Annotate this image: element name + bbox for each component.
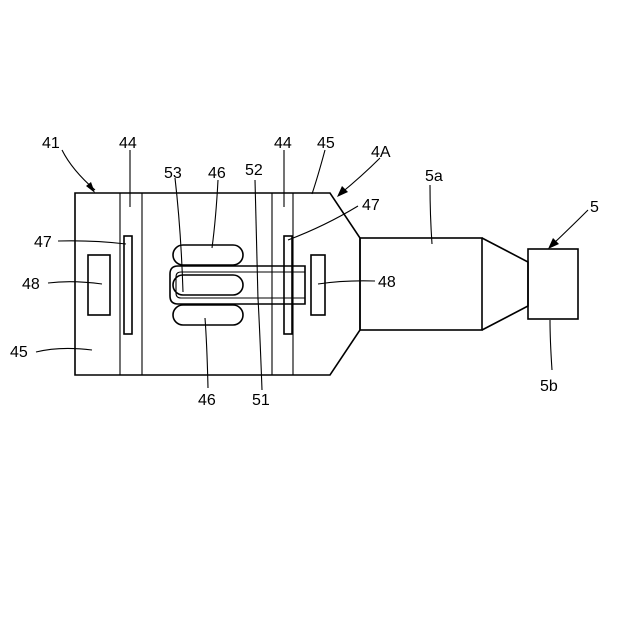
leader-45-top [312, 150, 325, 194]
label-47-right: 47 [362, 197, 380, 214]
block-left [88, 255, 110, 315]
plate-right [284, 236, 292, 334]
housing-outline [75, 193, 360, 375]
label-52: 52 [245, 162, 263, 179]
box-5b [528, 249, 578, 319]
leader-5b [550, 320, 552, 370]
u-member-inner [176, 272, 305, 298]
label-5a: 5a [425, 168, 443, 185]
leader-45-bottom [36, 348, 92, 352]
label-41: 41 [42, 135, 60, 152]
plate-left [124, 236, 132, 334]
leader-47-left [58, 241, 126, 244]
label-48-right: 48 [378, 274, 396, 291]
label-51: 51 [252, 392, 270, 409]
slot-bottom [173, 305, 243, 325]
leader-46-top [212, 180, 218, 248]
slot-middle [173, 275, 243, 295]
leader-47-right [288, 206, 358, 240]
leader-5 [552, 210, 588, 245]
leader-5a [430, 185, 432, 244]
label-45-top: 45 [317, 135, 335, 152]
label-47-left: 47 [34, 234, 52, 251]
slot-top [173, 245, 243, 265]
label-4A: 4A [371, 144, 391, 161]
leader-46-bottom [205, 318, 208, 388]
label-44-left: 44 [119, 135, 137, 152]
transition-cone [482, 238, 528, 330]
leader-52 [255, 180, 258, 300]
leader-51 [258, 298, 262, 390]
label-5b: 5b [540, 378, 558, 395]
label-44-right: 44 [274, 135, 292, 152]
label-46-bottom: 46 [198, 392, 216, 409]
leader-48-right [318, 281, 375, 284]
leader-4A [340, 158, 380, 194]
label-45-bottom: 45 [10, 344, 28, 361]
arrowhead-4A [337, 186, 348, 197]
label-46-top: 46 [208, 165, 226, 182]
label-53: 53 [164, 165, 182, 182]
block-right [311, 255, 325, 315]
label-48-left: 48 [22, 276, 40, 293]
label-5: 5 [590, 199, 599, 216]
